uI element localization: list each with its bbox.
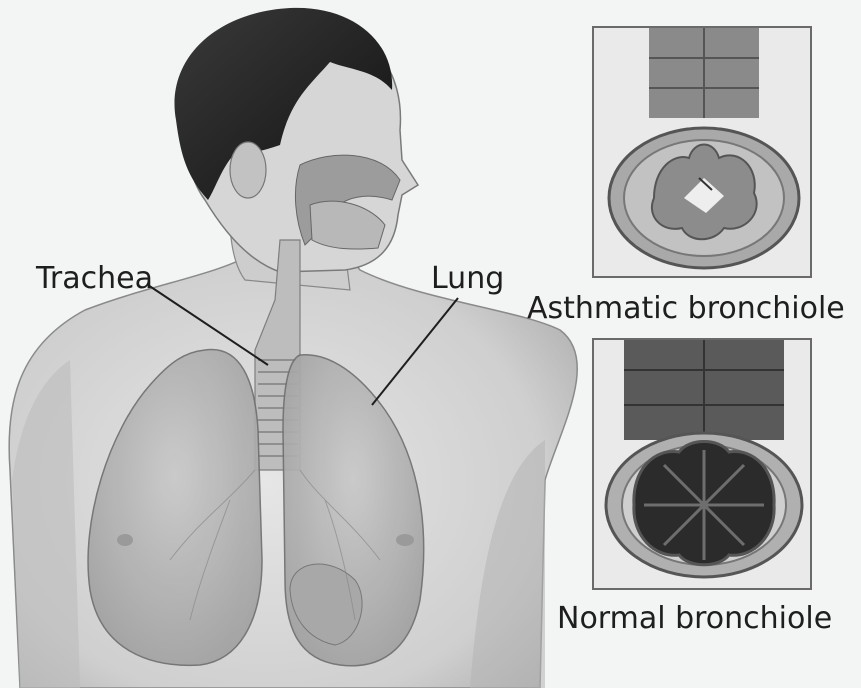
trachea-label: Trachea (36, 264, 153, 294)
asthmatic-bronchiole-illustration (594, 28, 810, 276)
ear (230, 142, 266, 198)
normal-bronchiole-label: Normal bronchiole (557, 604, 832, 634)
asthmatic-bronchiole-panel (592, 26, 812, 278)
asthmatic-bronchiole-label: Asthmatic bronchiole (527, 294, 845, 324)
normal-bronchiole-illustration (594, 340, 810, 588)
lung-label: Lung (431, 264, 504, 294)
normal-bronchiole-panel (592, 338, 812, 590)
